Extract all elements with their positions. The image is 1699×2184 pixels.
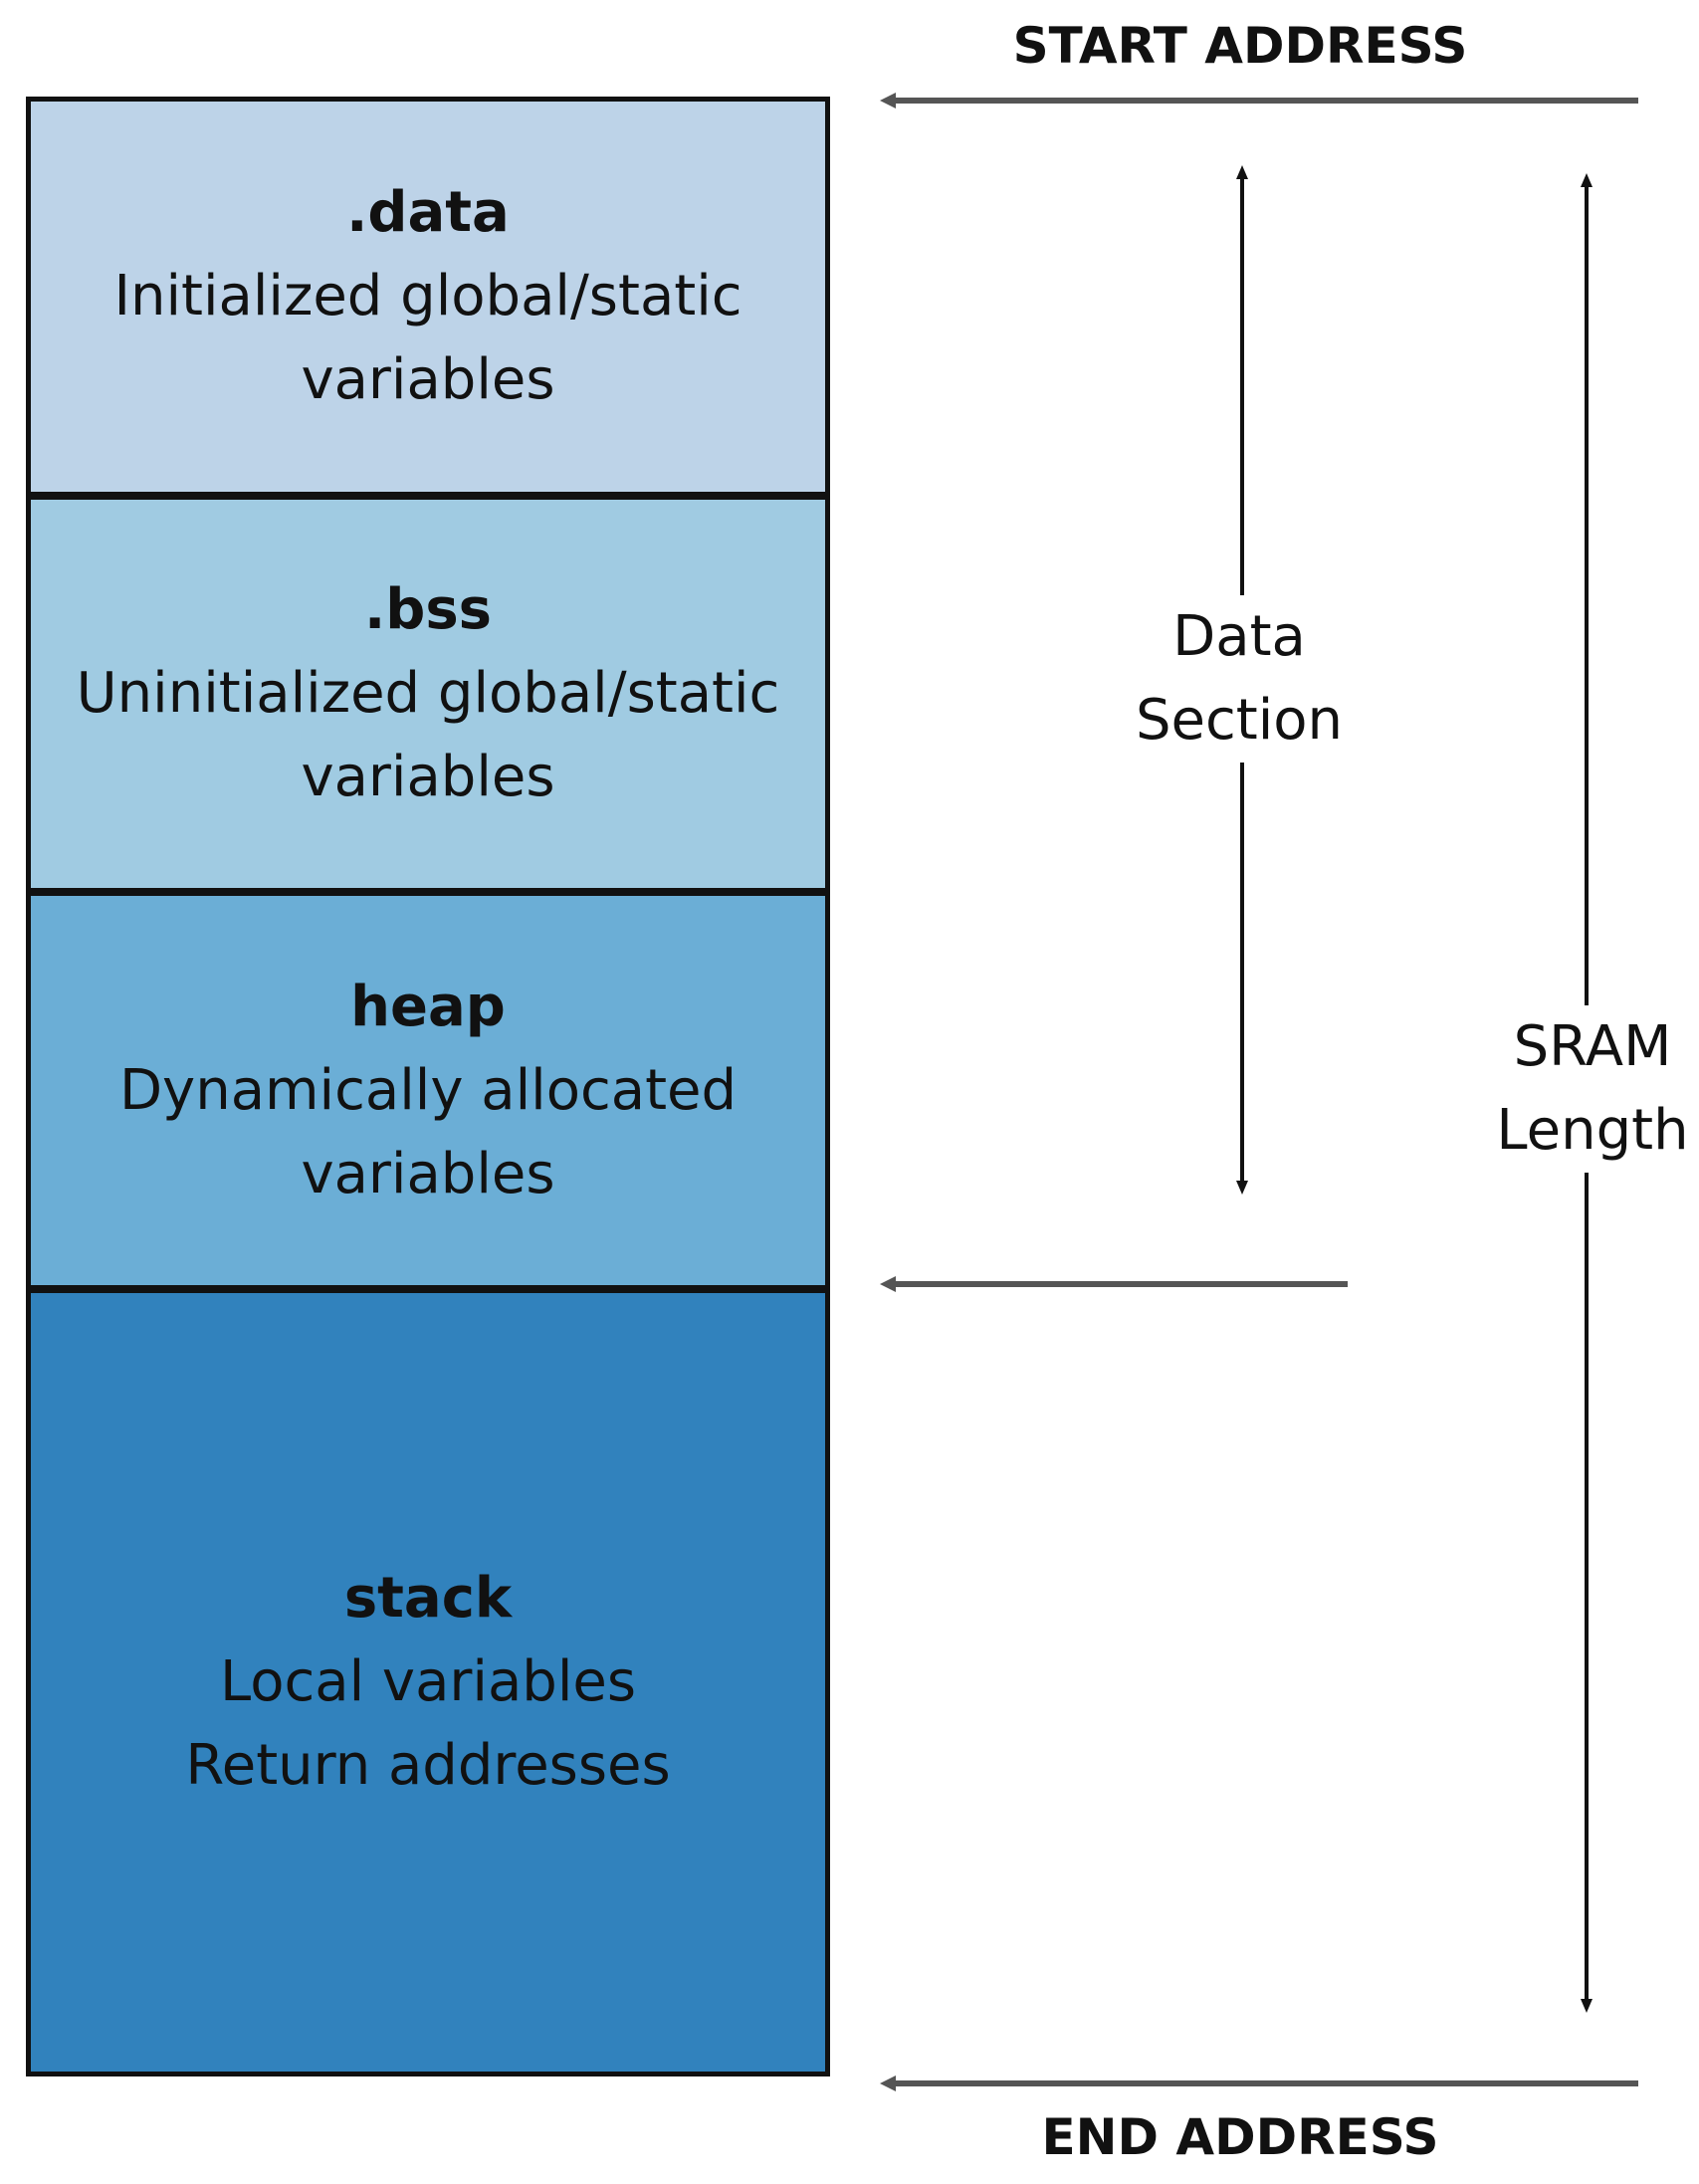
data-span-bottom-arrow-icon	[1236, 1181, 1248, 1195]
end-address-label: END ADDRESS	[1041, 2108, 1439, 2166]
segment-data-title: .data	[346, 180, 510, 245]
data-section-label: Data Section	[1115, 595, 1364, 763]
data-span-top-arrow-icon	[1236, 165, 1248, 179]
segment-heap-desc-line-2: variables	[301, 1141, 555, 1206]
segment-heap-desc-line-1: Dynamically allocated	[118, 1057, 738, 1123]
data-section-end-pointer	[880, 1276, 1348, 1292]
sram-length-label-line-1: SRAM	[1513, 1014, 1672, 1079]
segment-bss-desc-line-2: variables	[301, 745, 555, 809]
end-arrow-icon	[880, 2075, 896, 2091]
segment-data: .data Initialized global/static variable…	[31, 102, 825, 492]
segment-bss-title: .bss	[363, 577, 493, 642]
start-arrow-icon	[880, 93, 896, 109]
start-address-label: START ADDRESS	[1012, 17, 1468, 75]
segment-bss-desc-line-1: Uninitialized global/static	[76, 661, 780, 726]
segment-stack-title: stack	[343, 1566, 513, 1631]
segment-bss: .bss Uninitialized global/static variabl…	[31, 500, 825, 888]
memory-map: .data Initialized global/static variable…	[26, 97, 830, 2076]
segment-stack-desc-line-2: Return addresses	[185, 1733, 671, 1798]
sram-span-top-arrow-icon	[1581, 173, 1593, 187]
data-end-arrow-icon	[880, 1276, 896, 1292]
data-section-label-line-2: Section	[1135, 688, 1344, 753]
end-address-pointer	[880, 2075, 1638, 2091]
segment-data-desc-line-1: Initialized global/static	[113, 264, 743, 328]
data-section-label-line-1: Data	[1172, 604, 1306, 669]
segment-heap: heap Dynamically allocated variables	[31, 896, 825, 1285]
segment-data-desc-line-2: variables	[301, 347, 555, 412]
sram-span-bottom-arrow-icon	[1581, 1999, 1593, 2013]
segment-stack-desc-line-1: Local variables	[219, 1649, 637, 1714]
start-address-pointer	[880, 93, 1638, 109]
segment-heap-title: heap	[350, 974, 506, 1039]
sram-length-label-line-2: Length	[1496, 1098, 1689, 1163]
sram-length-label: SRAM Length	[1473, 1005, 1699, 1173]
segment-stack: stack Local variables Return addresses	[31, 1293, 825, 2072]
